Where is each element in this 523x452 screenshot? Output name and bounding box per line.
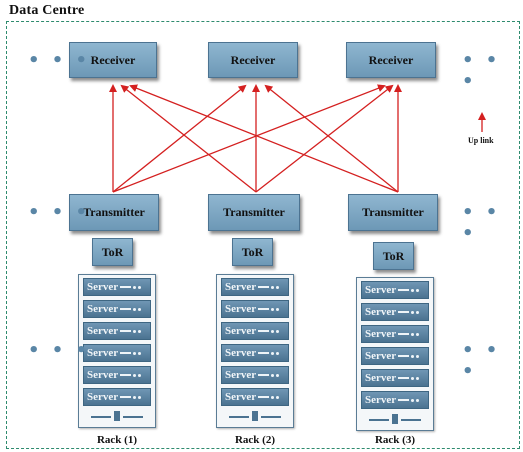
server-unit: Server xyxy=(221,322,289,340)
rack-handle-icon xyxy=(392,414,398,424)
uplink-legend-label: Up link xyxy=(468,136,494,145)
transmitter-3: Transmitter xyxy=(348,194,438,231)
server-unit: Server xyxy=(221,300,289,318)
server-unit: Server xyxy=(83,366,151,384)
tor-switch-2: ToR xyxy=(232,238,273,266)
server-unit: Server xyxy=(83,322,151,340)
receiver-1: Receiver xyxy=(69,42,157,78)
data-centre-boundary xyxy=(6,21,520,449)
rack-handle-icon xyxy=(114,411,120,421)
server-unit: Server xyxy=(361,325,429,343)
server-unit: Server xyxy=(83,388,151,406)
ellipsis-right-middle: • • • xyxy=(462,202,501,244)
server-unit: Server xyxy=(361,369,429,387)
transmitter-2: Transmitter xyxy=(208,194,300,231)
server-unit: Server xyxy=(361,281,429,299)
server-unit: Server xyxy=(83,278,151,296)
ellipsis-left-middle: • • • xyxy=(28,202,91,223)
rack-label-3: Rack (3) xyxy=(374,434,416,446)
diagram-title: Data Centre xyxy=(9,3,85,18)
rack-label-1: Rack (1) xyxy=(96,434,138,446)
server-unit: Server xyxy=(83,344,151,362)
server-unit: Server xyxy=(361,347,429,365)
rack-base xyxy=(83,410,151,424)
server-unit: Server xyxy=(221,366,289,384)
ellipsis-right-top: • • • xyxy=(462,50,501,92)
rack-2: Server Server Server Server Server Serve… xyxy=(216,274,294,428)
server-unit: Server xyxy=(83,300,151,318)
rack-1: Server Server Server Server Server Serve… xyxy=(78,274,156,428)
tor-switch-1: ToR xyxy=(92,238,133,266)
ellipsis-right-bottom: • • • xyxy=(462,340,501,382)
link-t2-r3 xyxy=(255,84,394,193)
rack-handle-icon xyxy=(252,411,258,421)
ellipsis-left-top: • • • xyxy=(28,50,91,71)
link-t1-r3 xyxy=(112,84,386,193)
rack-label-2: Rack (2) xyxy=(234,434,276,446)
server-unit: Server xyxy=(221,344,289,362)
server-unit: Server xyxy=(361,303,429,321)
receiver-3: Receiver xyxy=(346,42,436,78)
tor-switch-3: ToR xyxy=(373,242,414,270)
receiver-2: Receiver xyxy=(208,42,298,78)
ellipsis-left-bottom: • • • xyxy=(28,340,91,361)
server-unit: Server xyxy=(361,391,429,409)
rack-base xyxy=(221,410,289,424)
server-unit: Server xyxy=(221,278,289,296)
link-t1-r2 xyxy=(112,84,247,193)
link-t2-r1 xyxy=(120,84,257,193)
rack-3: Server Server Server Server Server Serve… xyxy=(356,277,434,431)
link-t3-r1 xyxy=(129,84,399,193)
server-unit: Server xyxy=(221,388,289,406)
link-t3-r2 xyxy=(264,84,399,193)
transmitter-1: Transmitter xyxy=(69,194,159,231)
rack-base xyxy=(361,413,429,427)
